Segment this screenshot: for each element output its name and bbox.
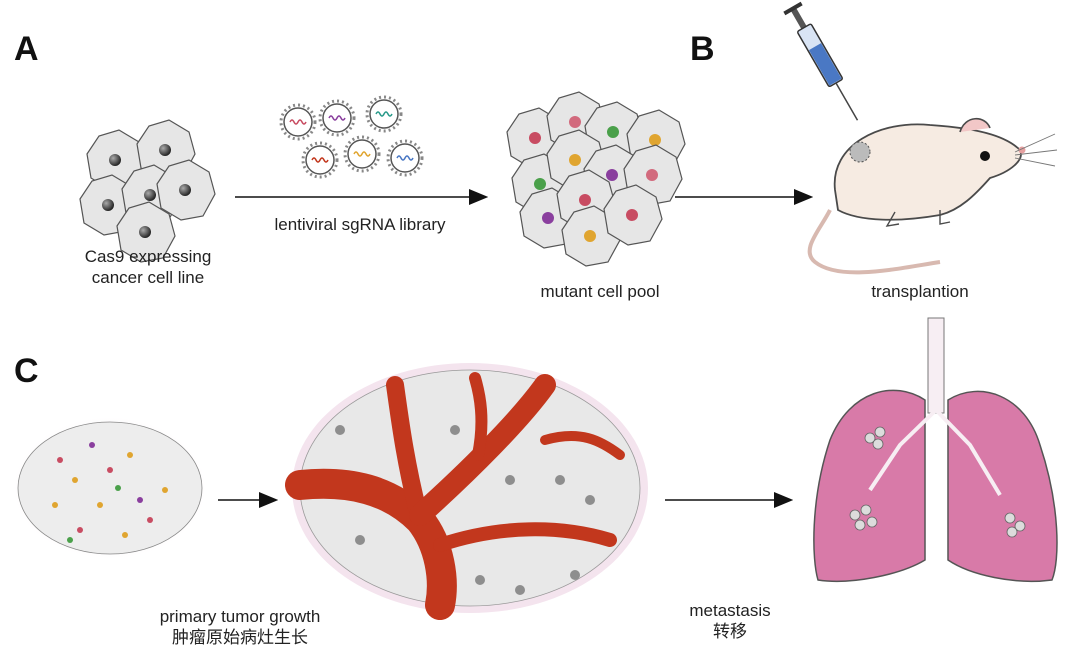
mutant-pool-label: mutant cell pool (540, 282, 660, 301)
panel-c-letter: C (14, 352, 39, 390)
panel-a-letter: A (14, 30, 39, 68)
panel-b-letter: B (690, 30, 715, 68)
mouse-illustration (807, 117, 1058, 275)
primary-tumor-small (12, 416, 208, 560)
vascularized-tumor (285, 363, 648, 620)
syringe-icon (783, 1, 859, 121)
cas9-cell-cluster (79, 119, 216, 263)
mutant-cell-pool (506, 91, 686, 267)
transplant-label: transplantion (871, 282, 969, 301)
lentiviral-particles (279, 95, 424, 179)
lungs-illustration (813, 317, 1058, 583)
lentiviral-label: lentiviral sgRNA library (274, 215, 446, 234)
